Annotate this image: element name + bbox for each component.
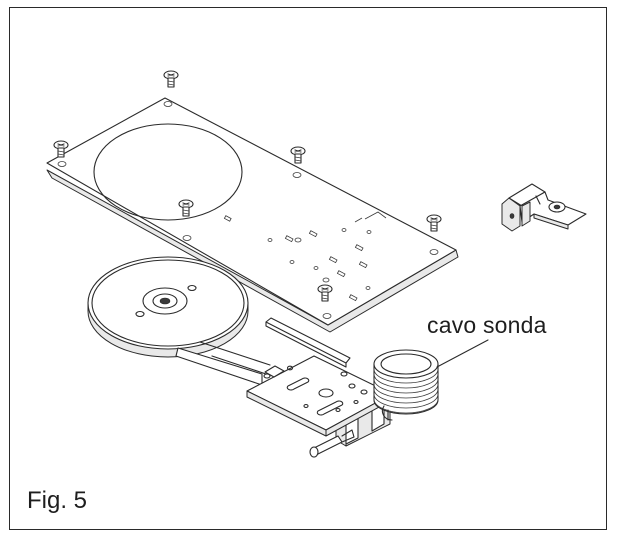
figure-label: Fig. 5 (27, 487, 88, 514)
mounting-plate (46, 97, 459, 333)
clip-bracket (501, 183, 587, 232)
callout-label: cavo sonda (427, 312, 547, 338)
screw-6 (317, 284, 333, 302)
screw-1 (163, 70, 179, 88)
thermostat-bracket (246, 355, 393, 458)
screws (53, 70, 442, 302)
screw-5 (426, 214, 442, 232)
sensor-disc (87, 256, 249, 358)
screw-2 (53, 140, 69, 158)
callout-leader-line (436, 339, 489, 368)
capillary-coil (373, 349, 439, 421)
screw-4 (178, 199, 194, 217)
screw-3 (290, 146, 306, 164)
